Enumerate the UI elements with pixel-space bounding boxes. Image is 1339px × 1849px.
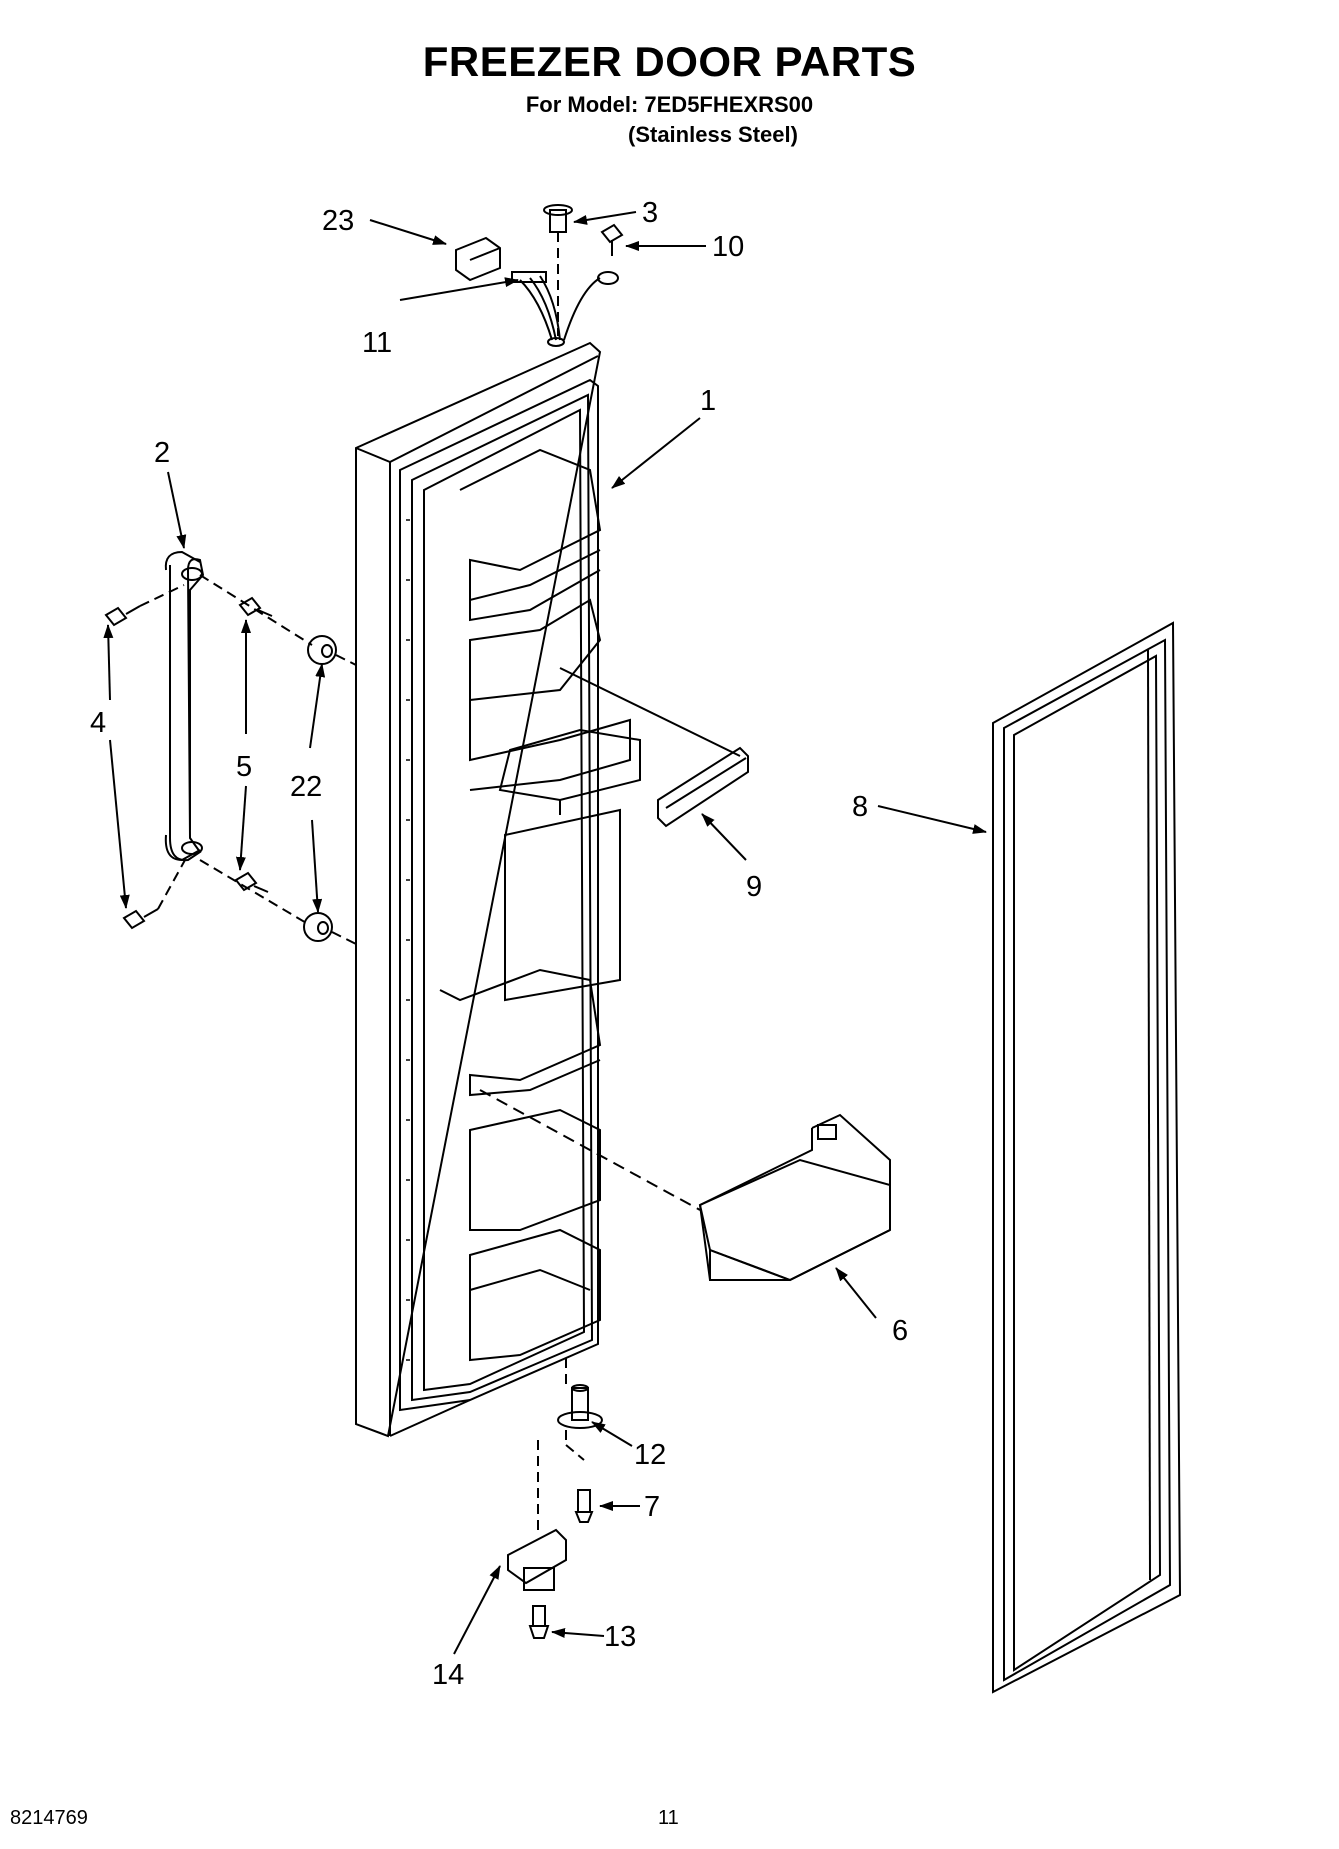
mounting-screw-10 [600,223,624,256]
callout-7: 7 [644,1491,660,1523]
connector-part [455,236,501,282]
callout-arrows [103,211,987,1655]
grommet-part [543,204,573,336]
callout-4: 4 [90,707,106,739]
callout-6: 6 [892,1315,908,1347]
callout-14: 14 [432,1659,464,1691]
callout-8: 8 [852,791,868,823]
callout-9: 9 [746,871,762,903]
page-title: FREEZER DOOR PARTS [422,38,917,85]
callout-labels: 23 3 10 11 1 2 4 5 22 8 9 6 12 7 13 14 [90,197,908,1691]
hinge-screw-7 [574,1489,594,1523]
document-number: 8214769 [10,1807,88,1829]
hinge-pin-part [557,1358,603,1461]
page-number: 11 [658,1807,679,1829]
callout-2: 2 [154,437,170,469]
hinge-bracket-part [507,1440,567,1591]
callout-23: 23 [322,205,354,237]
callout-5: 5 [236,751,252,783]
callout-1: 1 [700,385,716,417]
door-handle-part [164,550,205,862]
handle-screws [104,596,273,930]
dispenser-rail-part [559,667,749,828]
handle-assembly-lines [139,574,357,945]
model-line: For Model: 7ED5FHEXRS00 [525,92,814,117]
door-bin-part [479,1089,891,1282]
finish-note: (Stainless Steel) [628,122,798,147]
callout-13: 13 [604,1621,636,1653]
wiring-harness-part [511,271,619,341]
callout-12: 12 [634,1439,666,1471]
door-gasket-part [992,621,1182,1694]
callout-10: 10 [712,231,744,263]
callout-22: 22 [290,771,322,803]
callout-3: 3 [642,197,658,229]
freezer-door-part [355,337,641,1438]
callout-11: 11 [362,327,392,359]
hinge-screw-13 [528,1605,550,1639]
